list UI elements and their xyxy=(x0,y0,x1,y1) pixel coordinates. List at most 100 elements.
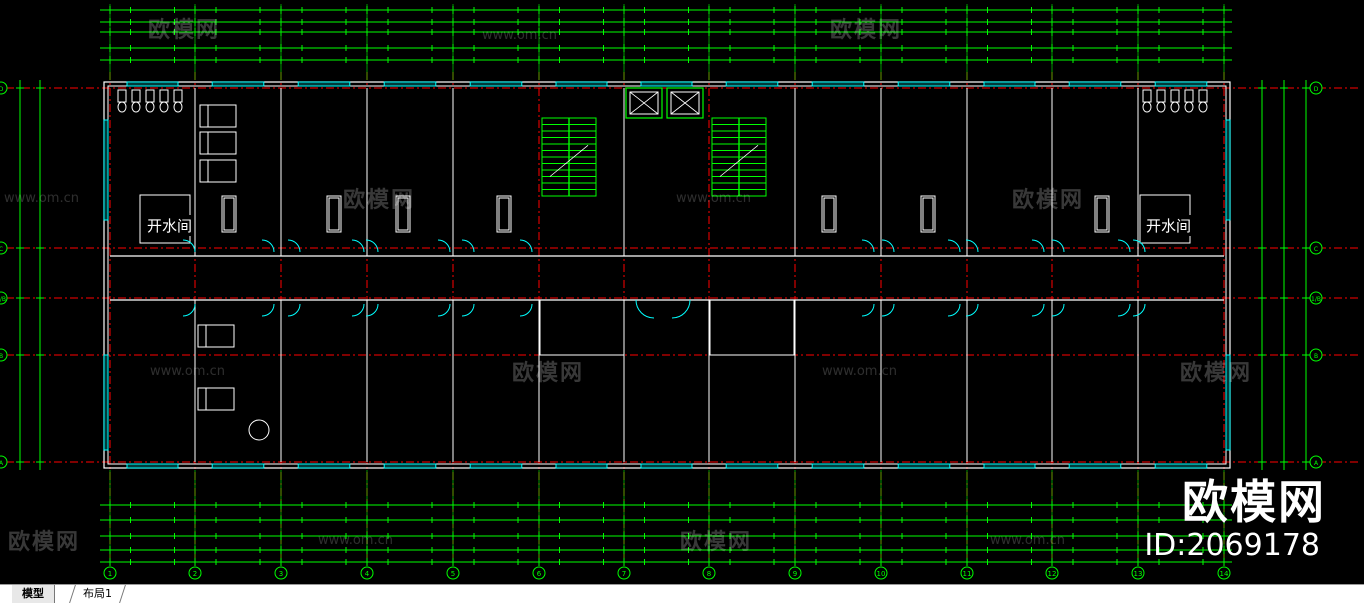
window-bottom-5 xyxy=(555,463,608,469)
exterior-wall-outer xyxy=(103,81,1231,469)
window-bottom-6 xyxy=(640,463,693,469)
toilet-right-1-bowl xyxy=(1156,101,1166,113)
toilet-right-4-tank xyxy=(1198,89,1208,103)
axis-bubble-text-col-10: 10 xyxy=(877,570,886,578)
watermark-brand-5: 欧模网 xyxy=(512,361,585,386)
elevator-x2-1 xyxy=(670,91,700,115)
bed-3 xyxy=(197,324,235,348)
exterior-wall-inner xyxy=(107,85,1227,465)
axis-bubble-col-8 xyxy=(702,566,716,580)
window-top-5 xyxy=(555,81,608,87)
watermark-brand-7: 欧模网 xyxy=(8,530,81,555)
tab-model[interactable]: 模型 xyxy=(12,585,55,603)
toilet-left-4-bowl xyxy=(173,101,183,113)
center-room-left xyxy=(539,299,625,356)
window-top-0 xyxy=(126,81,179,87)
bed-pillow-2 xyxy=(199,159,209,183)
bed-1 xyxy=(199,131,237,155)
window-top-3 xyxy=(383,81,437,87)
door-swing-bottom-4 xyxy=(365,303,379,317)
toilet-right-2-bowl xyxy=(1170,101,1180,113)
axis-bubble-col-11 xyxy=(960,566,974,580)
door-swing-top-3 xyxy=(351,239,365,253)
toilet-right-3-bowl xyxy=(1184,101,1194,113)
bed-pillow-1 xyxy=(199,131,209,155)
watermark-brand-2: 欧模网 xyxy=(830,18,903,43)
door-swing-bottom-11 xyxy=(965,303,979,317)
window-top-8 xyxy=(811,81,865,87)
bathtub-6 xyxy=(221,195,237,233)
watermark-url-3: www.om.cn xyxy=(676,191,751,206)
tab-layout-1[interactable]: 布局1 xyxy=(69,585,126,603)
window-top-9 xyxy=(897,81,951,87)
axis-bubble-text-col-6: 6 xyxy=(537,570,542,578)
axis-bubble-text-col-4: 4 xyxy=(365,570,370,578)
door-swing-bottom-14 xyxy=(1117,303,1131,317)
elevator-car-0 xyxy=(629,91,659,115)
bed-4 xyxy=(197,387,235,411)
axis-bubble-text-row-1/B-1: 1/B xyxy=(1311,296,1321,303)
toilet-left-3-bowl xyxy=(159,101,169,113)
door-swing-top-11 xyxy=(965,239,979,253)
axis-bubble-text-row-A-1: A xyxy=(1314,460,1319,467)
bed-pillow-3 xyxy=(197,324,207,348)
stair-left-arrow xyxy=(549,144,589,177)
tab-layout-1-label: 布局1 xyxy=(83,587,112,600)
toilet-left-1-bowl xyxy=(131,101,141,113)
toilet-right-2-tank xyxy=(1170,89,1180,103)
door-swing-top-13 xyxy=(1051,239,1065,253)
axis-bubble-text-row-C-0: C xyxy=(0,246,3,253)
center-room-right xyxy=(709,299,795,356)
window-bottom-8 xyxy=(811,463,865,469)
door-swing-top-5 xyxy=(437,239,451,253)
bed-0 xyxy=(199,104,237,128)
window-left-0 xyxy=(103,119,109,221)
window-bottom-1 xyxy=(211,463,265,469)
round-table xyxy=(248,419,270,441)
door-swing-bottom-1 xyxy=(261,303,275,317)
door-swing-top-6 xyxy=(461,239,475,253)
bathtub-0 xyxy=(326,195,342,233)
axis-bubble-text-col-7: 7 xyxy=(622,570,626,578)
watermark-id: ID:2069178 xyxy=(1144,528,1320,563)
layout-tab-bar: 模型 布局1 xyxy=(0,584,1364,604)
toilet-left-2-bowl xyxy=(145,101,155,113)
door-swing-bottom-3 xyxy=(351,303,365,317)
bathtub-1 xyxy=(395,195,411,233)
window-top-11 xyxy=(1068,81,1122,87)
axis-bubble-col-9 xyxy=(788,566,802,580)
watermark-brand-3: 欧模网 xyxy=(343,188,416,213)
toilet-left-3-tank xyxy=(159,89,169,103)
axis-bubble-text-col-1: 1 xyxy=(108,570,112,578)
watermark-url-2: www.om.cn xyxy=(4,191,79,206)
axis-bubble-text-col-11: 11 xyxy=(963,570,972,578)
toilet-left-0-tank xyxy=(117,89,127,103)
axis-bubble-text-col-12: 12 xyxy=(1048,570,1057,578)
bed-pillow-0 xyxy=(199,104,209,128)
axis-bubble-col-13 xyxy=(1131,566,1145,580)
watermark-url-1: www.om.cn xyxy=(482,28,557,43)
door-swing-bottom-9 xyxy=(881,303,895,317)
bathtub-inner-6 xyxy=(223,197,235,231)
watermark-brand-1: 欧模网 xyxy=(148,18,221,43)
door-swing-top-14 xyxy=(1117,239,1131,253)
axis-bubble-col-2 xyxy=(188,566,202,580)
door-swing-bottom-12 xyxy=(1031,303,1045,317)
door-swing-bottom-5 xyxy=(437,303,451,317)
door-swing-bottom-2 xyxy=(287,303,301,317)
axis-bubble-row-C-0 xyxy=(0,241,8,255)
watermark-url-4: www.om.cn xyxy=(150,364,225,379)
axis-bubble-text-col-14: 14 xyxy=(1220,570,1229,578)
room-label-boiler-right: 开水间 xyxy=(1144,215,1194,236)
bathtub-3 xyxy=(821,195,837,233)
axis-bubble-col-6 xyxy=(532,566,546,580)
stair-right-arrow xyxy=(719,144,759,177)
toilet-left-0-bowl xyxy=(117,101,127,113)
door-swing-bottom-13 xyxy=(1051,303,1065,317)
watermark-brand-8: 欧模网 xyxy=(680,530,753,555)
door-swing-bottom-8 xyxy=(861,303,875,317)
axis-bubble-col-4 xyxy=(360,566,374,580)
window-left-1 xyxy=(103,354,109,451)
bed-pillow-4 xyxy=(197,387,207,411)
